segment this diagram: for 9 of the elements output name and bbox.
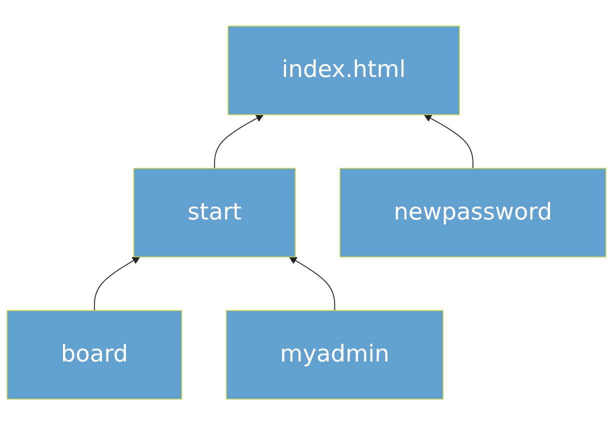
- node-box: board: [6, 310, 182, 400]
- node-box: newpassword: [340, 168, 606, 258]
- arrow: [94, 256, 140, 311]
- arrow: [424, 114, 474, 169]
- arrow: [214, 114, 264, 169]
- node-box: myadmin: [226, 310, 444, 400]
- arrow: [289, 256, 336, 311]
- node-box: start: [133, 168, 296, 258]
- node-box: index.html: [228, 26, 460, 115]
